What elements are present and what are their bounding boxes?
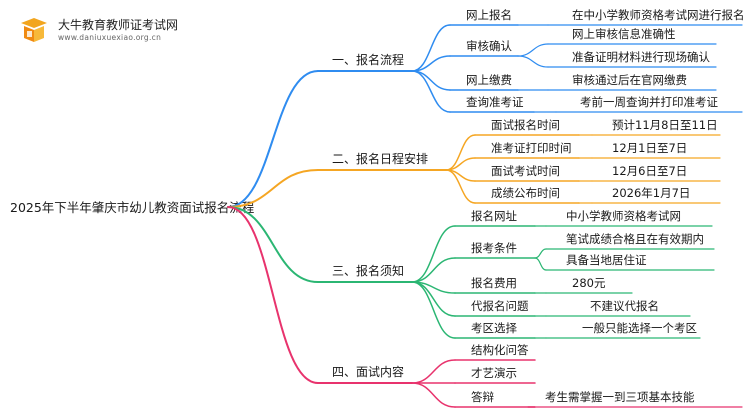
item-connector (411, 225, 456, 283)
detail-label: 具备当地居住证 (566, 253, 647, 267)
item-connector (411, 382, 456, 408)
detail-label: 一般只能选择一个考区 (582, 321, 697, 335)
item-label: 面试报名时间 (491, 118, 560, 132)
item-label: 结构化问答 (471, 343, 529, 357)
detail-label: 中小学教师资格考试网 (566, 209, 681, 223)
branch-label: 三、报名须知 (332, 263, 404, 278)
root-node: 2025年下半年肇庆市幼儿教资面试报名流程 (10, 200, 255, 215)
site-url: www.daniuxuexiao.org.cn (58, 33, 162, 42)
branch-label: 四、面试内容 (332, 364, 404, 379)
detail-connector (517, 55, 549, 68)
item-label: 网上报名 (466, 8, 512, 22)
item-label: 审核确认 (466, 39, 512, 53)
detail-label: 预计11月8日至11日 (612, 118, 718, 132)
detail-label: 12月6日至7日 (612, 164, 687, 178)
item-label: 报名网址 (471, 209, 517, 223)
detail-label: 2026年1月7日 (612, 186, 690, 200)
item-label: 答辩 (471, 390, 494, 404)
item-connector (445, 134, 476, 171)
item-connector (411, 359, 456, 384)
item-connector (411, 70, 451, 113)
detail-label: 12月1日至7日 (612, 141, 687, 155)
detail-label: 280元 (572, 276, 606, 290)
item-connector (411, 55, 451, 72)
detail-label: 笔试成绩合格且在有效期内 (566, 232, 704, 246)
detail-connector (534, 257, 547, 271)
detail-connector (517, 43, 549, 57)
item-connector (445, 169, 476, 204)
item-connector (411, 257, 456, 283)
item-label: 查询准考证 (466, 95, 524, 109)
item-label: 报名费用 (471, 276, 517, 290)
branch-label: 二、报名日程安排 (332, 151, 428, 166)
item-label: 代报名问题 (471, 299, 529, 313)
item-label: 成绩公布时间 (491, 186, 560, 200)
item-label: 面试考试时间 (491, 164, 560, 178)
site-title: 大牛教育教师证考试网 (58, 18, 179, 32)
item-label: 报考条件 (471, 241, 517, 255)
detail-label: 不建议代报名 (590, 299, 659, 313)
item-connector (411, 281, 456, 339)
item-label: 准考证打印时间 (491, 141, 572, 155)
branch-connector (227, 169, 319, 208)
book-logo-icon (21, 18, 47, 42)
branch-connector (227, 70, 319, 208)
item-label: 网上缴费 (466, 73, 512, 87)
branch-label: 一、报名流程 (332, 52, 404, 67)
detail-label: 网上审核信息准确性 (572, 27, 676, 41)
item-connector (411, 24, 451, 72)
item-label: 考区选择 (471, 321, 517, 335)
branch-connector (227, 206, 319, 283)
detail-label: 准备证明材料进行现场确认 (572, 50, 710, 64)
detail-label: 在中小学教师资格考试网进行报名 (572, 8, 745, 22)
detail-label: 考生需掌握一到三项基本技能 (545, 390, 695, 404)
item-label: 才艺演示 (471, 366, 517, 380)
detail-connector (534, 248, 547, 259)
branch-connector (227, 206, 319, 384)
detail-label: 审核通过后在官网缴费 (572, 73, 687, 87)
detail-label: 考前一周查询并打印准考证 (580, 95, 718, 109)
item-connector (411, 70, 451, 91)
